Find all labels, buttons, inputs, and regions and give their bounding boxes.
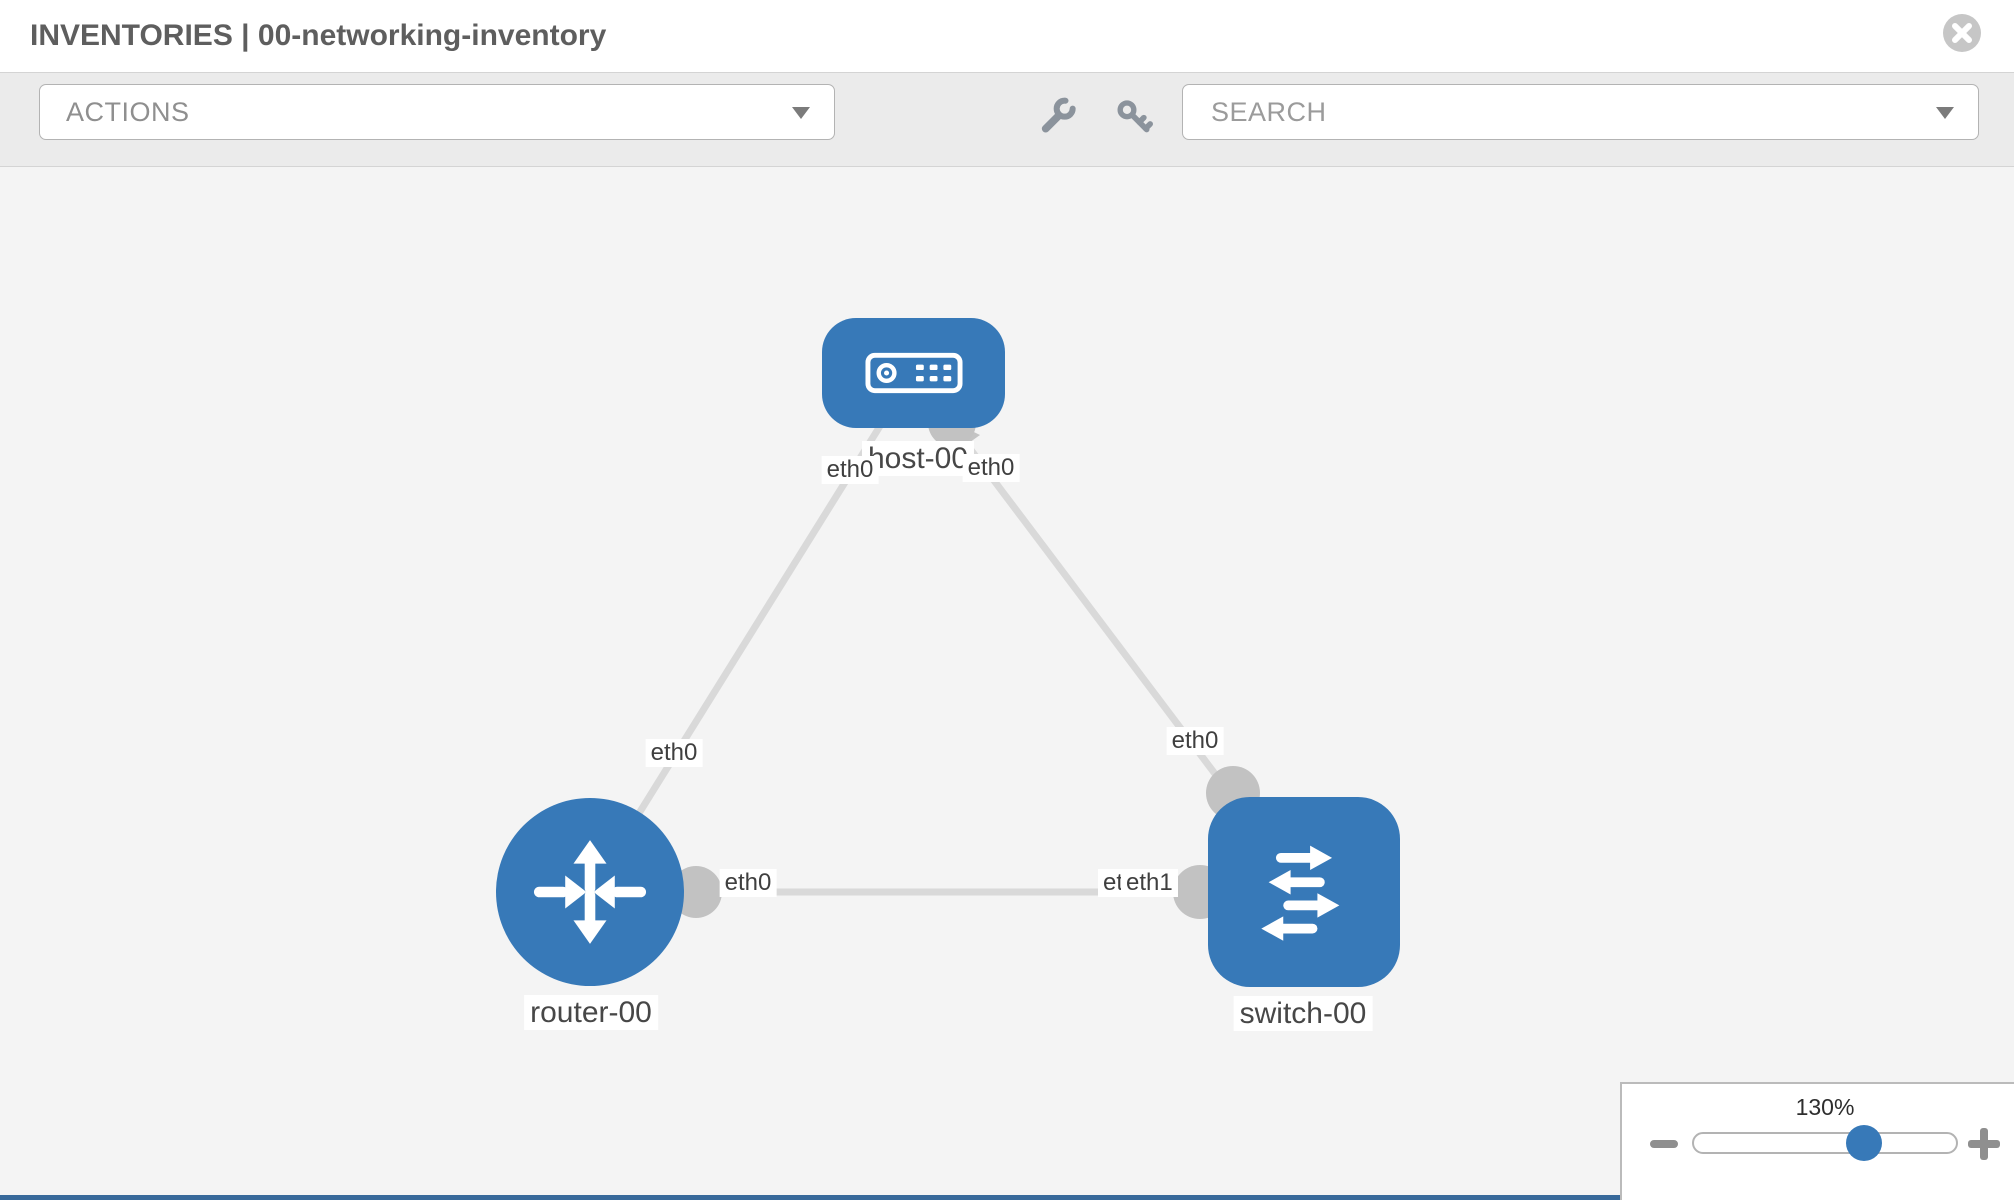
toolbar: ACTIONS — [0, 73, 2014, 167]
node-switch-00[interactable] — [1208, 797, 1400, 987]
header: INVENTORIES | 00-networking-inventory — [0, 0, 2014, 73]
iface-label-router-to-switch: eth0 — [719, 869, 777, 898]
node-label-switch: switch-00 — [1233, 996, 1373, 1032]
bottom-panel-edge — [0, 1195, 1620, 1200]
node-host-00[interactable] — [822, 318, 1005, 428]
search-input[interactable] — [1209, 95, 1893, 129]
node-label-router: router-00 — [524, 995, 658, 1031]
zoom-control-panel: 130% — [1620, 1082, 2014, 1200]
iface-label-router-to-host: eth0 — [645, 739, 703, 768]
wrench-icon — [1041, 97, 1076, 133]
actions-dropdown-label: ACTIONS — [66, 96, 190, 127]
zoom-slider-thumb[interactable] — [1846, 1125, 1882, 1161]
topology-canvas[interactable]: host-00 router-00 switch-00 eth0 eth0 et… — [0, 167, 2014, 1200]
iface-label-switch-to-router-eth1: eth1 — [1121, 869, 1178, 898]
chevron-down-icon — [1936, 107, 1954, 119]
close-icon — [1952, 23, 1972, 43]
zoom-level-value: 130% — [1795, 1094, 1855, 1120]
topology-links-layer — [587, 370, 1307, 919]
iface-label-host-to-switch: eth0 — [962, 454, 1020, 483]
zoom-slider-track[interactable] — [1692, 1132, 1958, 1154]
zoom-out-button[interactable] — [1650, 1140, 1678, 1148]
node-label-host: host-00 — [861, 441, 975, 477]
node-router-00[interactable] — [496, 798, 684, 986]
page-title: INVENTORIES | 00-networking-inventory — [30, 19, 607, 52]
actions-dropdown[interactable]: ACTIONS — [39, 84, 835, 140]
key-icon — [1117, 100, 1154, 133]
router-arrows-icon — [533, 840, 647, 944]
zoom-in-button[interactable] — [1968, 1128, 2000, 1160]
search-dropdown[interactable] — [1182, 84, 1979, 140]
iface-label-switch-to-host: eth0 — [1166, 727, 1224, 756]
close-button[interactable] — [1943, 14, 1981, 52]
host-device-icon — [864, 352, 963, 394]
plus-icon — [1968, 1140, 2000, 1148]
chevron-down-icon — [792, 107, 810, 119]
switch-arrows-icon — [1261, 845, 1340, 941]
credentials-button[interactable] — [1114, 96, 1154, 136]
configure-button[interactable] — [1038, 96, 1078, 136]
iface-label-host-to-router: eth0 — [821, 456, 879, 485]
